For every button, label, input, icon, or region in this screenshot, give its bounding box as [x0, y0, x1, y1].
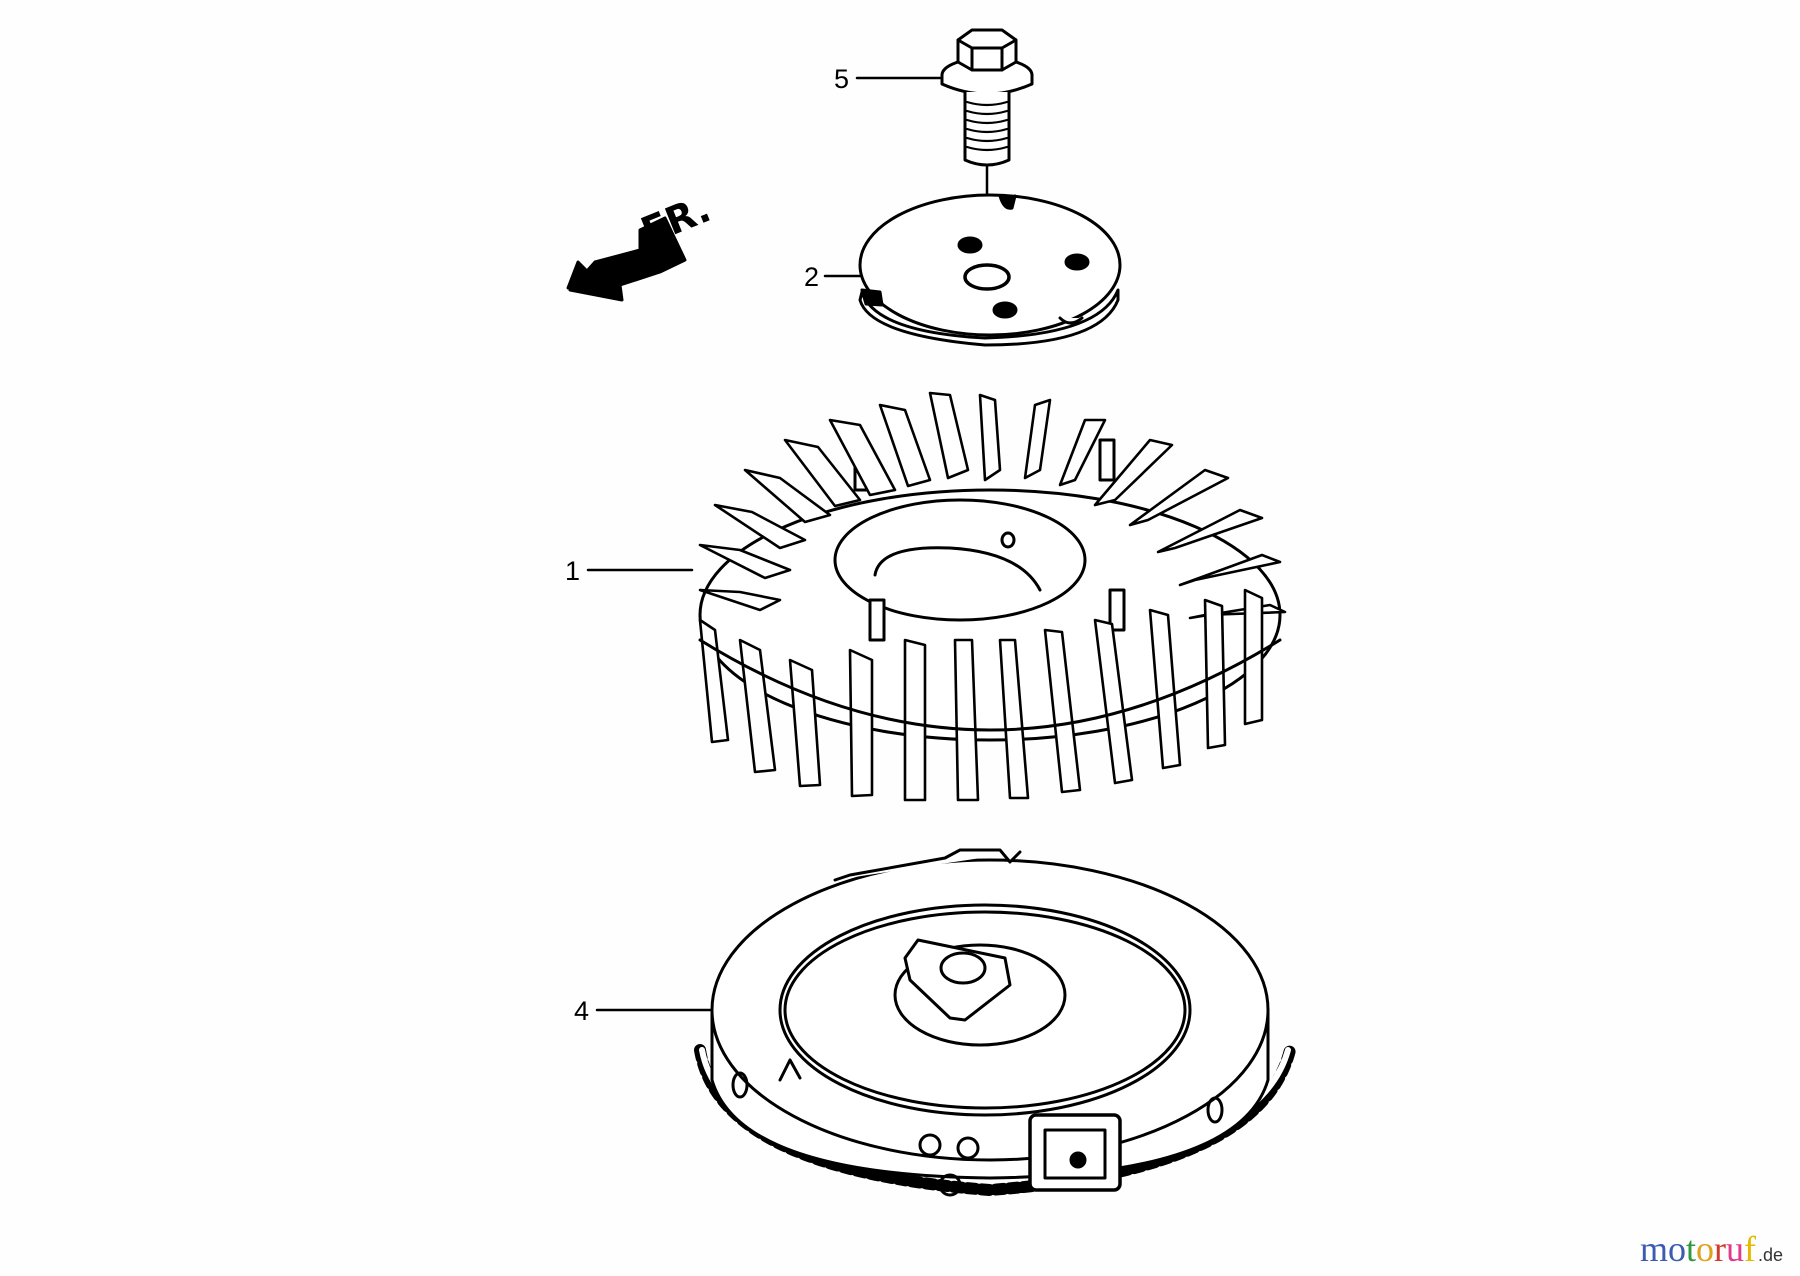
watermark-letter: o — [1668, 1229, 1687, 1269]
watermark-letter: u — [1726, 1229, 1745, 1269]
callout-5-label: 5 — [834, 64, 850, 94]
part-1-cooling-fan[interactable] — [698, 391, 1287, 802]
watermark-tld: .de — [1758, 1245, 1784, 1265]
svg-text:FR.: FR. — [635, 186, 717, 253]
watermark-letter: f — [1744, 1229, 1757, 1269]
front-direction-arrow-icon: FR. — [566, 186, 717, 302]
callout-1-label: 1 — [565, 556, 581, 586]
part-4-flywheel[interactable] — [694, 848, 1296, 1197]
watermark-letter: r — [1714, 1229, 1727, 1269]
callout-2-label: 2 — [804, 262, 820, 292]
part-2-plate[interactable] — [858, 193, 1122, 347]
fan-blades — [698, 391, 1287, 802]
callout-4-label: 4 — [574, 996, 590, 1026]
watermark-letter: o — [1696, 1229, 1715, 1269]
part-5-bolt[interactable] — [940, 28, 1034, 282]
watermark-letter: t — [1686, 1229, 1697, 1269]
motoruf-watermark-logo: motoruf.de — [1640, 1228, 1783, 1270]
watermark-letter: m — [1640, 1229, 1669, 1269]
callout-leaders — [586, 76, 942, 1012]
